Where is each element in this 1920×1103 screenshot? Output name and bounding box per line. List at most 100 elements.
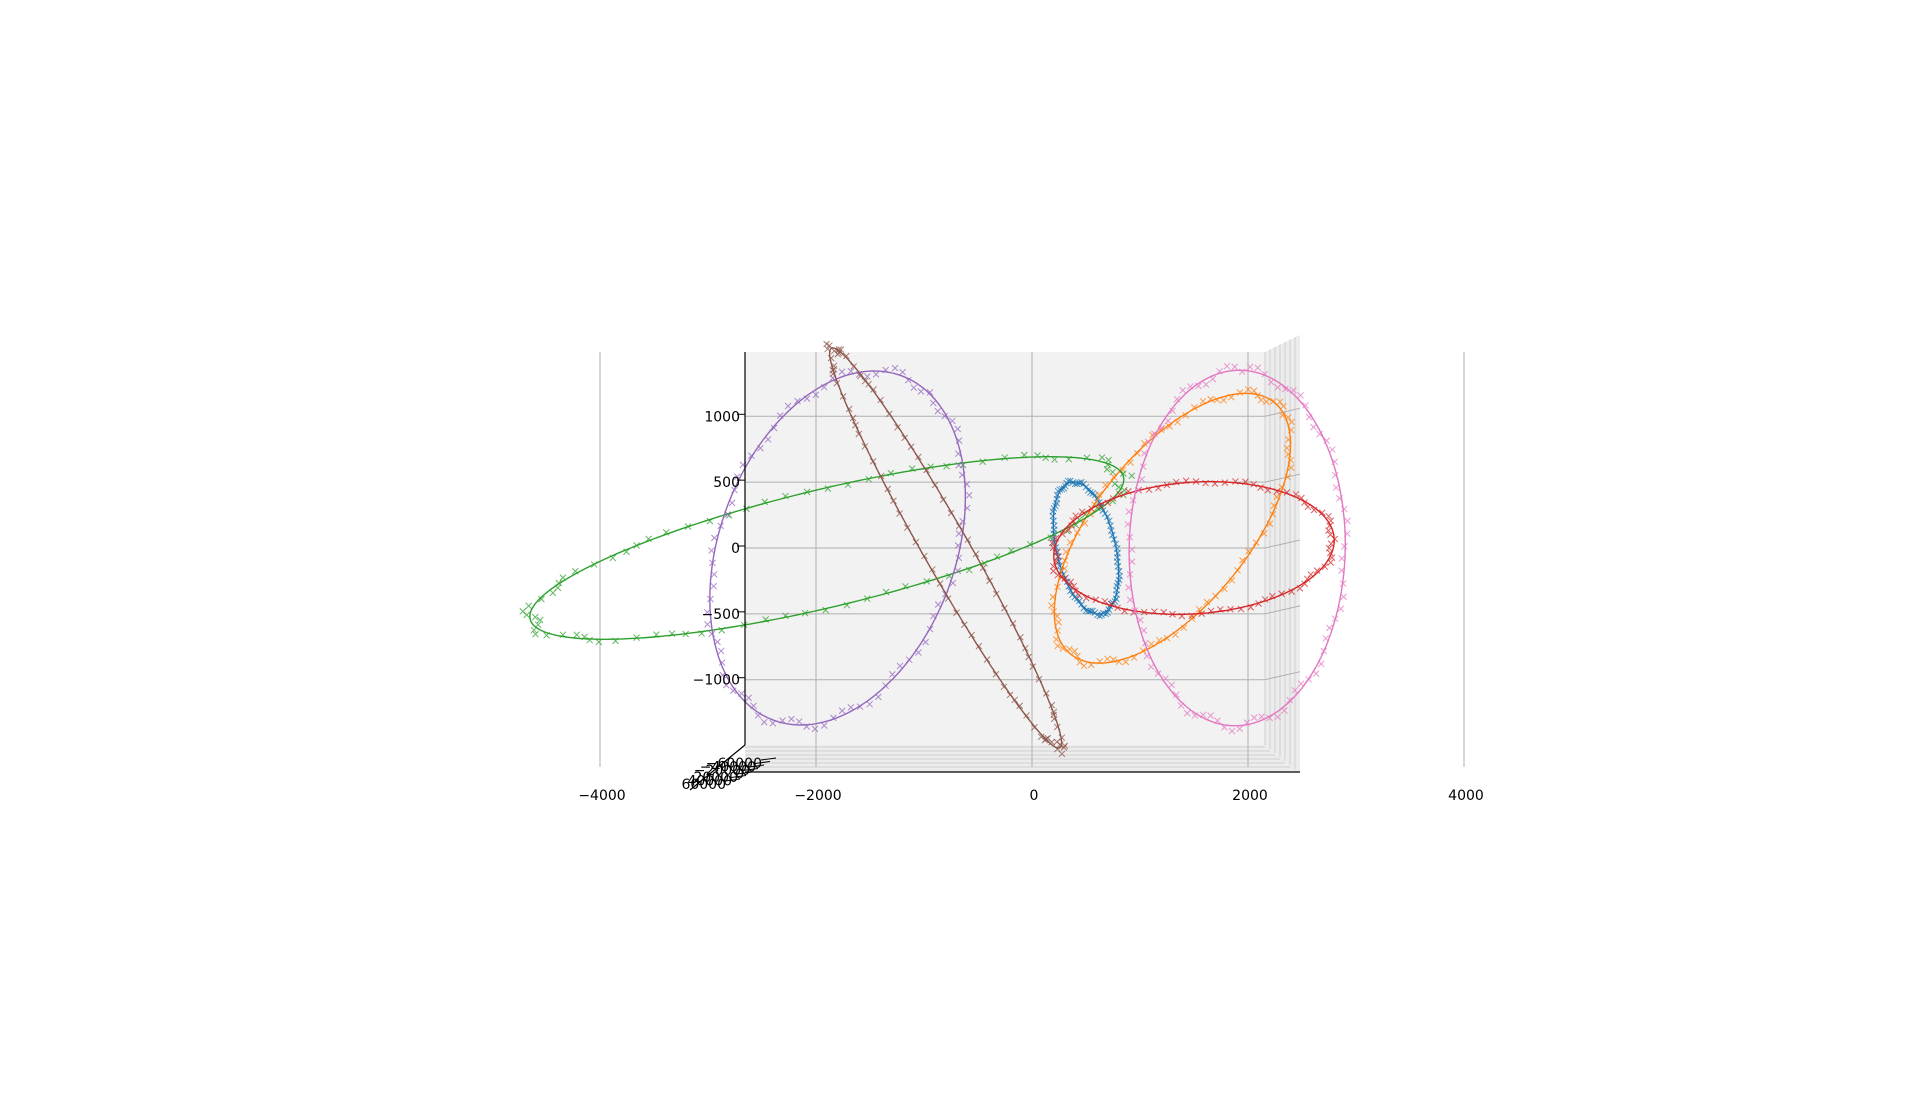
series-marker [1338,567,1345,574]
series-marker [1297,680,1305,688]
series-marker [760,718,768,726]
series-marker [1054,553,1062,561]
series-marker [972,550,980,558]
series-marker [1236,389,1244,396]
series-marker [959,517,967,525]
series-marker [1245,547,1252,555]
series-marker [668,630,676,637]
series-marker [1058,734,1066,742]
series-marker [1191,712,1199,719]
series-marker [1056,562,1063,570]
series-marker [1284,450,1292,458]
series-marker [1084,487,1092,494]
series-1 [1048,386,1295,670]
series-marker [1198,610,1206,617]
series-marker [784,402,792,410]
series-marker [954,567,962,575]
series-marker [896,662,904,670]
series-marker [714,638,721,646]
series-marker [1246,363,1254,371]
series-marker [1223,362,1231,370]
z-grid-line-side [1264,539,1301,549]
series-marker [1238,368,1246,376]
series-4 [703,364,973,733]
series-marker [829,370,837,378]
series-marker [1128,546,1136,553]
series-marker [1183,709,1191,717]
series-marker [595,638,603,646]
series-marker [1301,499,1308,507]
series-marker [823,340,830,348]
series-marker [1320,647,1328,655]
series-marker [837,346,845,353]
z-tick-label: −500 [702,607,740,623]
series-marker [901,582,909,590]
series-marker [1080,662,1088,670]
series-marker [992,590,1000,598]
series-marker [1049,544,1057,552]
series-marker [1048,738,1056,746]
series-marker [1234,566,1241,574]
series-marker [1108,600,1116,608]
series-marker [586,636,593,644]
series-marker [1050,711,1058,719]
series-marker [963,480,971,488]
series-marker [1207,712,1214,720]
series-marker [633,542,640,549]
series-marker [1186,383,1194,390]
series-marker [1110,536,1118,543]
series-marker [769,719,777,727]
y-tick-mark [748,764,765,768]
series-marker [1098,454,1106,461]
series-marker [1021,644,1029,652]
z-grid-line-side [1264,473,1301,483]
series-marker [1172,478,1180,486]
series-marker [725,511,733,519]
series-marker [1207,395,1215,403]
x-tick-label: −4000 [578,788,625,804]
series-marker [728,499,736,507]
series-marker [1332,484,1340,491]
series-marker [1052,636,1060,643]
series-marker [748,452,755,460]
series-marker [703,608,711,616]
series-marker [923,466,930,474]
series-marker [1182,412,1190,419]
series-marker [801,609,809,617]
series-marker [1083,454,1091,462]
series-marker [1124,488,1132,495]
series-marker [882,366,890,374]
series-marker [926,625,934,633]
series-marker [733,473,741,481]
series-marker [1078,601,1085,608]
series-marker [1166,423,1173,430]
series-marker [1060,744,1068,751]
series-marker [1054,583,1061,591]
z-grid-line-side [1264,605,1301,615]
series-marker [1054,642,1062,650]
series-marker [1341,543,1348,550]
series-marker [1325,512,1332,520]
series-marker [722,681,730,689]
series-marker [682,630,690,638]
series-marker [1302,401,1309,409]
series-marker [824,345,831,353]
series-marker [887,469,895,477]
series-marker [530,626,538,634]
series-marker [1078,508,1086,516]
series-marker [1145,486,1153,494]
series-marker [838,368,846,376]
series-marker [1054,627,1061,634]
series-marker [852,421,859,429]
series-marker [1337,605,1345,613]
series-marker [1326,624,1333,632]
series-marker [1077,478,1085,486]
series-marker [931,481,939,489]
series-marker [983,656,991,663]
series-marker [1190,403,1198,411]
series-marker [1158,424,1166,432]
series-marker [1327,517,1335,525]
series-marker [1069,517,1077,524]
series-marker [717,647,725,655]
series-marker [1060,485,1068,492]
